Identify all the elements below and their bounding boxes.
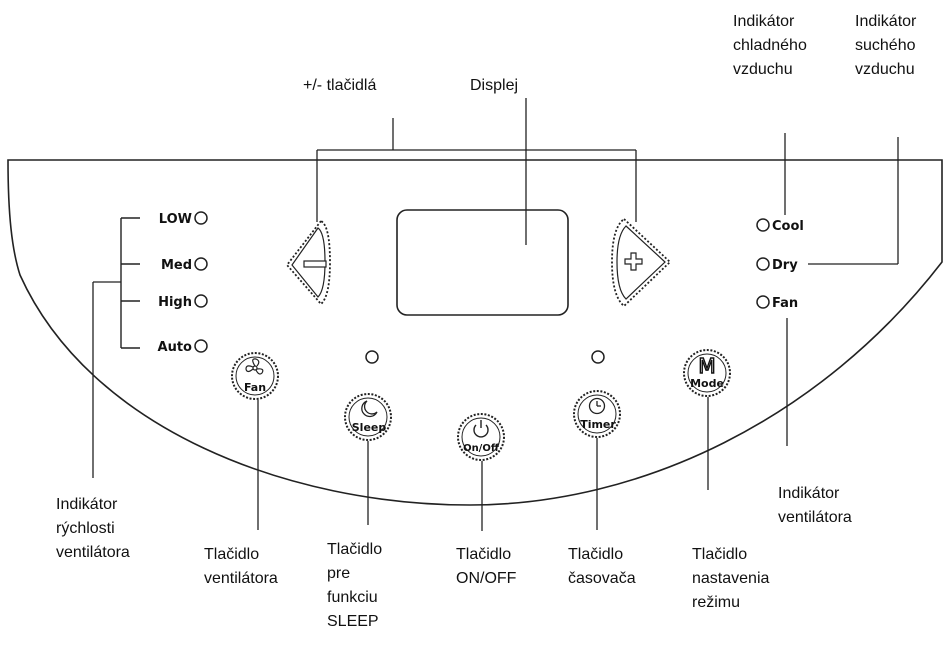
callout-line: ON/OFF [456,570,517,587]
speed-label-auto: Auto [158,340,193,355]
onoff-button[interactable] [457,413,505,461]
mode-button-callout: Tlačidlo nastavenia režimu [692,543,769,615]
callout-line: ventilátora [204,570,278,587]
mode-symbol-icon: M [698,354,715,378]
speed-label-high: High [158,295,192,310]
sleep-led [365,350,379,364]
mode-button-label: Mode [690,377,724,390]
led-auto [194,339,208,353]
callout-line: vzduchu [733,61,793,78]
mode-label-fan: Fan [772,296,798,311]
callout-line: ventilátora [778,509,852,526]
speed-bracket [120,217,140,349]
onoff-button-label: On/Off [463,443,500,454]
power-icon [473,420,489,438]
sleep-button[interactable] [344,393,392,441]
fan-indicator-callout: Indikátor ventilátora [778,482,852,530]
mode-label-cool: Cool [772,219,804,234]
dry-indicator-callout: Indikátor suchého vzduchu [855,10,916,82]
callout-line: pre [327,565,351,582]
mode-label-dry: Dry [772,258,798,273]
led-cool [756,218,770,232]
fan-button-callout: Tlačidlo ventilátora [204,543,278,591]
callout-line: SLEEP [327,613,379,630]
callout-line: rýchlosti [56,520,115,537]
callout-line: časovača [568,570,636,587]
speed-indicator-lights [194,211,208,353]
callout-line: vzduchu [855,61,915,78]
timer-led [591,350,605,364]
display-window [396,209,569,316]
plus-minus-callout: +/- tlačidlá [303,74,376,98]
callout-line: režimu [692,594,741,611]
minus-button[interactable] [285,219,331,306]
led-low [194,211,208,225]
callout-line: Displej [470,77,519,94]
callout-line: Indikátor [56,496,118,513]
callout-line: Tlačidlo [568,546,624,563]
timer-button-callout: Tlačidlo časovača [568,543,636,591]
minus-icon [303,260,327,268]
moon-icon [361,400,378,418]
cool-indicator-callout: Indikátor chladného vzduchu [733,10,807,82]
callout-line: Indikátor [855,13,917,30]
callout-line: Indikátor [733,13,795,30]
fan-icon [245,358,264,375]
fan-button-label: Fan [244,381,266,394]
callout-line: Tlačidlo [204,546,260,563]
callout-line: chladného [733,37,807,54]
sleep-button-label: Sleep [352,421,387,434]
fan-speed-indicator-callout: Indikátor rýchlosti ventilátora [56,493,130,565]
callout-line: Tlačidlo [456,546,512,563]
led-fan [756,295,770,309]
led-high [194,294,208,308]
plus-icon [624,252,643,271]
callout-lines [92,98,899,531]
timer-button[interactable] [573,390,621,438]
callout-line: Tlačidlo [327,541,383,558]
plus-button[interactable] [611,217,672,308]
led-dry [756,257,770,271]
clock-icon [588,397,606,415]
mode-indicator-lights [756,218,770,309]
sleep-button-callout: Tlačidlo pre funkciu SLEEP [327,538,382,634]
mode-button[interactable] [683,349,731,397]
speed-label-low: LOW [159,212,192,227]
callout-line: ventilátora [56,544,130,561]
display-callout: Displej [470,74,518,98]
callout-line: nastavenia [692,570,770,587]
speed-label-med: Med [161,258,192,273]
callout-line: Indikátor [778,485,840,502]
timer-button-label: Timer [580,418,616,431]
callout-line: +/- tlačidlá [303,77,377,94]
led-med [194,257,208,271]
callout-line: Tlačidlo [692,546,748,563]
fan-button[interactable] [231,352,279,400]
onoff-button-callout: Tlačidlo ON/OFF [456,543,516,591]
callout-line: funkciu [327,589,378,606]
callout-line: suchého [855,37,916,54]
